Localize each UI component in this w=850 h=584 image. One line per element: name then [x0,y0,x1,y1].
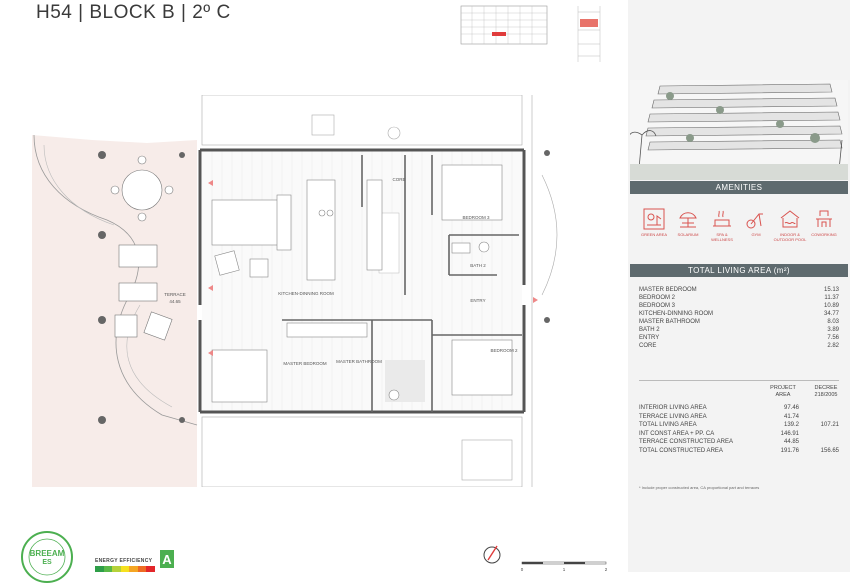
label-terrace: TERRACE [164,292,186,297]
scale-label-2: 2 [605,567,608,572]
green-area-icon [643,208,665,230]
energy-scale [95,566,156,572]
label-bedroom-3: BEDROOM 3 [462,215,490,220]
label-master-bedroom: MASTER BEDROOM [283,361,327,366]
scale-bar: 0 1 2 [521,561,608,572]
amenity-spa: SPA & WELLNESS [705,208,739,242]
amenities-header: AMENITIES [630,181,848,194]
breeam-logo: BREEAM ES [21,531,73,583]
amenity-pool: INDOOR & OUTDOOR POOL [773,208,807,242]
label-kitchen: KITCHEN-DINNING ROOM [278,291,334,296]
north-arrow-icon [483,545,501,564]
energy-grade-badge: A [160,550,174,568]
label-master-bathroom: MASTER BATHROOM [336,359,382,364]
walls [198,148,526,414]
floor-plan: CORE BEDROOM 3 BATH 2 KITCHEN-DINNING RO… [32,95,558,487]
energy-grade: A [162,552,172,567]
label-bedroom-2: BEDROOM 2 [490,348,518,353]
amenity-gym: GYM [739,208,773,237]
col-decree: DECREE 218/2005 [814,385,838,398]
breeam-sub: ES [42,559,52,566]
furniture [211,164,513,403]
label-bath-2: BATH 2 [470,263,486,268]
amenity-solarium: SOLARIUM [671,208,705,237]
coworking-icon [816,210,832,227]
solarium-icon [679,212,697,228]
label-entry: ENTRY [470,298,485,303]
total-living-area-header: TOTAL LIVING AREA (m²) [630,264,848,277]
pool-icon [780,210,800,228]
key-plan-section [577,6,601,62]
key-plan-highlight [492,32,506,36]
label-terrace-area: 44.65 [169,299,181,304]
terrace-furniture [110,155,174,341]
gym-icon [746,213,763,229]
amenity-coworking: COWORKING [807,208,841,237]
key-plan-elevation [460,5,548,45]
energy-efficiency-label: ENERGY EFFICIENCY [95,558,153,564]
partitions [282,155,522,412]
key-section-highlight [580,19,598,27]
building-render [630,80,848,180]
spa-icon [713,210,731,227]
col-project-area: PROJECT AREA [770,385,796,398]
area-footnote: * Include proper constructed area, CA pr… [639,485,760,490]
scale-label-0: 0 [521,567,524,572]
breeam-text: BREEAM [30,549,65,558]
label-core: CORE [392,177,405,182]
neighbouring-units [201,95,558,487]
scale-label-1: 1 [563,567,566,572]
page-title: H54 | BLOCK B | 2º C [36,2,231,23]
divider [639,380,839,381]
amenity-green-area: GREEN AREA [637,208,671,237]
